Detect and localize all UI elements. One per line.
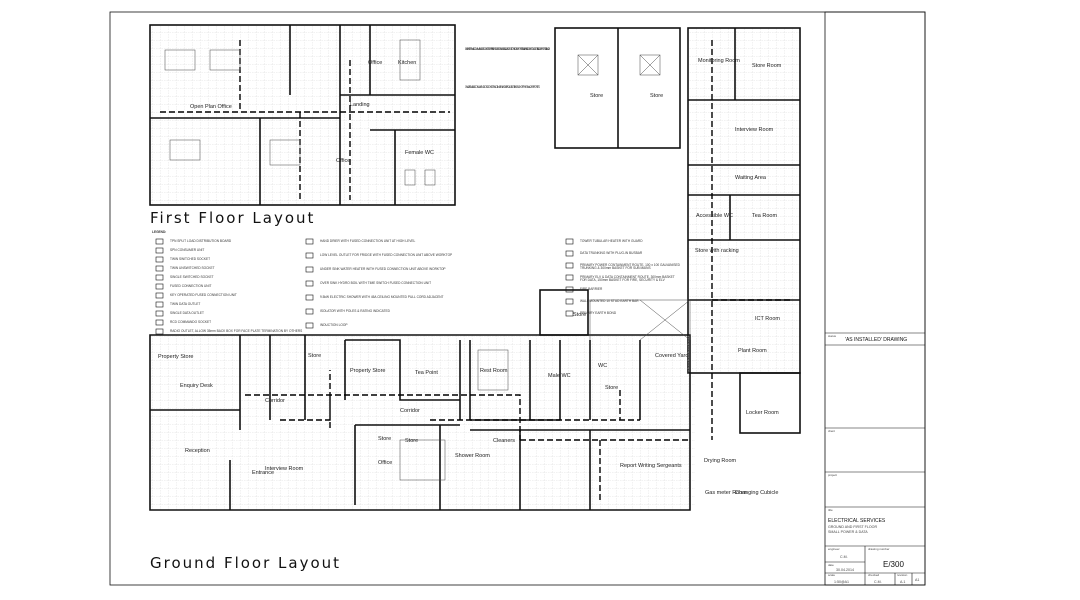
room-label: Office bbox=[336, 158, 350, 164]
note: 1No. 230V 16A COMMANDO SOCKET AND 1No. T… bbox=[465, 85, 540, 89]
revision: A.1 bbox=[900, 580, 905, 584]
status-label: status bbox=[828, 334, 837, 338]
room-label: Monitoring Room bbox=[698, 58, 740, 64]
scale-label: scale bbox=[828, 573, 835, 577]
drawing-number-label: drawing number bbox=[868, 547, 890, 551]
room-label: Corridor bbox=[400, 408, 420, 414]
drawing-number: E/300 bbox=[883, 560, 904, 569]
room-label: Plant Room bbox=[738, 348, 767, 354]
date-label: date bbox=[828, 563, 834, 567]
room-label: Waiting Area bbox=[735, 175, 767, 181]
room-label: Covered Yard bbox=[655, 353, 688, 359]
room-label: Female WC bbox=[405, 150, 434, 156]
room-label: Report Writing Sergeants bbox=[620, 463, 682, 469]
legend-symbol-icon bbox=[565, 238, 574, 245]
note: 1No. EXTERNAL COMMANDO SOCKETS WITHIN TH… bbox=[465, 47, 550, 51]
room-label: Reception bbox=[185, 448, 210, 454]
room-label: Property Store bbox=[158, 354, 193, 360]
room-label: ICT Room bbox=[755, 316, 780, 322]
legend-symbol-icon bbox=[305, 238, 314, 245]
legend: LEGEND: bbox=[152, 230, 574, 335]
first-floor-plan bbox=[149, 24, 456, 206]
room-label: Store Room bbox=[752, 63, 782, 69]
legend-symbol-icon bbox=[155, 256, 164, 263]
room-label: Store bbox=[573, 312, 586, 318]
room-label: Drying Room bbox=[704, 458, 737, 464]
room-label: Corridor bbox=[265, 398, 285, 404]
legend-symbol-icon bbox=[305, 322, 314, 329]
room-label: Office bbox=[378, 460, 392, 466]
engineer-label: engineer bbox=[828, 547, 840, 551]
legend-symbol-icon bbox=[155, 301, 164, 308]
legend-symbol-icon bbox=[155, 274, 164, 281]
legend-symbol-icon bbox=[305, 308, 314, 315]
room-label: Office bbox=[368, 60, 382, 66]
legend-symbol-icon bbox=[155, 247, 164, 254]
ground-floor-plan bbox=[149, 289, 695, 511]
room-label: Shower Room bbox=[455, 453, 490, 459]
ground-floor-title: Ground Floor Layout bbox=[150, 554, 341, 572]
client-label: client bbox=[828, 429, 835, 433]
room-label: Store bbox=[308, 353, 321, 359]
legend-heading: LEGEND: bbox=[152, 230, 166, 234]
legend-symbol-icon bbox=[305, 280, 314, 287]
legend-symbol-icon bbox=[565, 262, 574, 269]
project-label: project bbox=[828, 473, 837, 477]
legend-symbol-icon bbox=[305, 266, 314, 273]
legend-symbol-icon bbox=[155, 238, 164, 245]
room-label: Male WC bbox=[548, 373, 571, 379]
drawing-status: 'AS INSTALLED' DRAWING bbox=[845, 337, 907, 343]
room-label: Store bbox=[405, 438, 418, 444]
drawing-subtitle: SMALL POWER & DATA bbox=[828, 530, 868, 534]
upper-right-plan bbox=[554, 27, 801, 440]
date: 30.04.2014 bbox=[836, 568, 854, 572]
legend-symbol-icon bbox=[305, 294, 314, 301]
legend-symbol-icon bbox=[565, 310, 574, 317]
room-label: WC bbox=[598, 363, 607, 369]
legend-symbol-icon bbox=[155, 283, 164, 290]
room-label: Store bbox=[650, 93, 663, 99]
room-label: Interview Room bbox=[265, 466, 304, 472]
scale: 1:50@A1 bbox=[834, 580, 849, 584]
room-label: Locker Room bbox=[746, 410, 779, 416]
room-label: Landing bbox=[350, 102, 370, 108]
room-label: Open Plan Office bbox=[190, 104, 232, 110]
legend-symbol-icon bbox=[565, 250, 574, 257]
legend-symbol-icon bbox=[155, 319, 164, 326]
room-label: Store bbox=[378, 436, 391, 442]
checked-label: checked bbox=[868, 573, 880, 577]
legend-symbol-icon bbox=[565, 274, 574, 281]
room-label: Enquiry Desk bbox=[180, 383, 213, 389]
drawing-title: ELECTRICAL SERVICES bbox=[828, 518, 886, 524]
room-label: Cleaners bbox=[493, 438, 515, 444]
legend-symbol-icon bbox=[155, 265, 164, 272]
title-label: title bbox=[828, 508, 833, 512]
room-label: Rest Room bbox=[480, 368, 508, 374]
revision-label: revision bbox=[897, 573, 908, 577]
room-label: Kitchen bbox=[398, 60, 416, 66]
first-floor-title: First Floor Layout bbox=[150, 209, 315, 227]
legend-symbol-icon bbox=[305, 252, 314, 259]
engineer: C.M. bbox=[840, 555, 848, 559]
room-label: Entrance bbox=[252, 470, 274, 476]
legend-symbol-icon bbox=[565, 298, 574, 305]
room-label: Store bbox=[590, 93, 603, 99]
room-label: Gas meter Room bbox=[705, 490, 747, 496]
legend-symbol-icon bbox=[155, 328, 164, 335]
room-label: Accessible WC bbox=[696, 213, 733, 219]
checked: C.M. bbox=[874, 580, 882, 584]
room-label: Tea Room bbox=[752, 213, 777, 219]
room-label: Store bbox=[605, 385, 618, 391]
legend-symbol-icon bbox=[155, 292, 164, 299]
room-label: Store with racking bbox=[695, 248, 739, 254]
room-label: Property Store bbox=[350, 368, 385, 374]
room-label: Tea Point bbox=[415, 370, 438, 376]
title-block: status 'AS INSTALLED' DRAWING client pro… bbox=[824, 11, 926, 586]
legend-symbol-icon bbox=[155, 310, 164, 317]
sheet-size: A1 bbox=[915, 578, 919, 582]
room-label: Changing Cubicle bbox=[735, 490, 778, 496]
drawing-subtitle: GROUND AND FIRST FLOOR bbox=[828, 525, 877, 529]
room-label: Interview Room bbox=[735, 127, 774, 133]
